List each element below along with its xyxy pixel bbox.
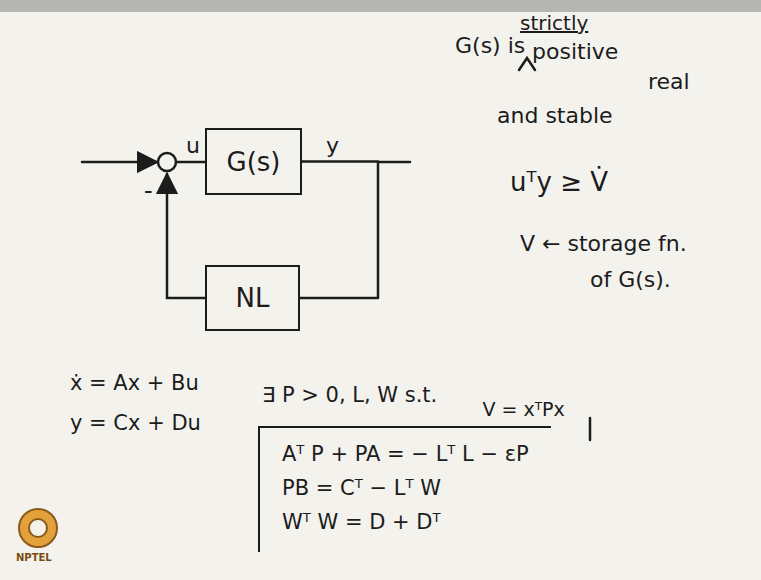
nptel-logo	[19, 509, 57, 547]
signal-name: y	[326, 134, 339, 158]
passivity-inequality: uᵀy ≥ V̇	[510, 168, 608, 197]
box-tick	[589, 418, 592, 440]
input-arrow	[82, 161, 157, 164]
existence-condition: ∃ P > 0, L, W s.t.	[262, 384, 437, 407]
feedback-path	[300, 162, 378, 299]
output-wire	[378, 161, 410, 164]
feedback-wire	[167, 174, 205, 298]
handwritten-note: and stable	[497, 104, 613, 128]
top-frame	[0, 0, 761, 12]
summing-junction	[158, 153, 176, 171]
state-equation: ẋ = Ax + Bu	[70, 372, 199, 395]
minus-sign: -	[144, 178, 153, 204]
kyp-equation: Wᵀ W = D + Dᵀ	[282, 510, 529, 534]
block-label: G(s)	[227, 147, 281, 177]
block-label: NL	[236, 283, 270, 313]
kyp-equation: PB = Cᵀ − Lᵀ W	[282, 476, 529, 500]
storage-function: V = xᵀPx	[482, 398, 564, 420]
output-equation: y = Cx + Du	[70, 412, 201, 435]
logo-text: NPTEL	[16, 552, 52, 563]
error-wire	[176, 161, 205, 164]
handwritten-note: strictly	[520, 12, 588, 34]
handwritten-note: real	[648, 70, 690, 94]
handwritten-note: V ← storage fn.	[520, 232, 687, 256]
signal-name: u	[186, 134, 200, 158]
handwritten-note: positive	[532, 40, 618, 64]
kyp-equation-box: V = xᵀPxAᵀ P + PA = − Lᵀ L − εPPB = Cᵀ −…	[258, 426, 551, 552]
plant-box: G(s)	[205, 128, 302, 195]
handwritten-note: G(s) is	[455, 34, 525, 58]
kyp-equation: Aᵀ P + PA = − Lᵀ L − εP	[282, 442, 529, 466]
handwritten-note: of G(s).	[590, 268, 671, 292]
nonlinearity-box: NL	[205, 265, 300, 331]
